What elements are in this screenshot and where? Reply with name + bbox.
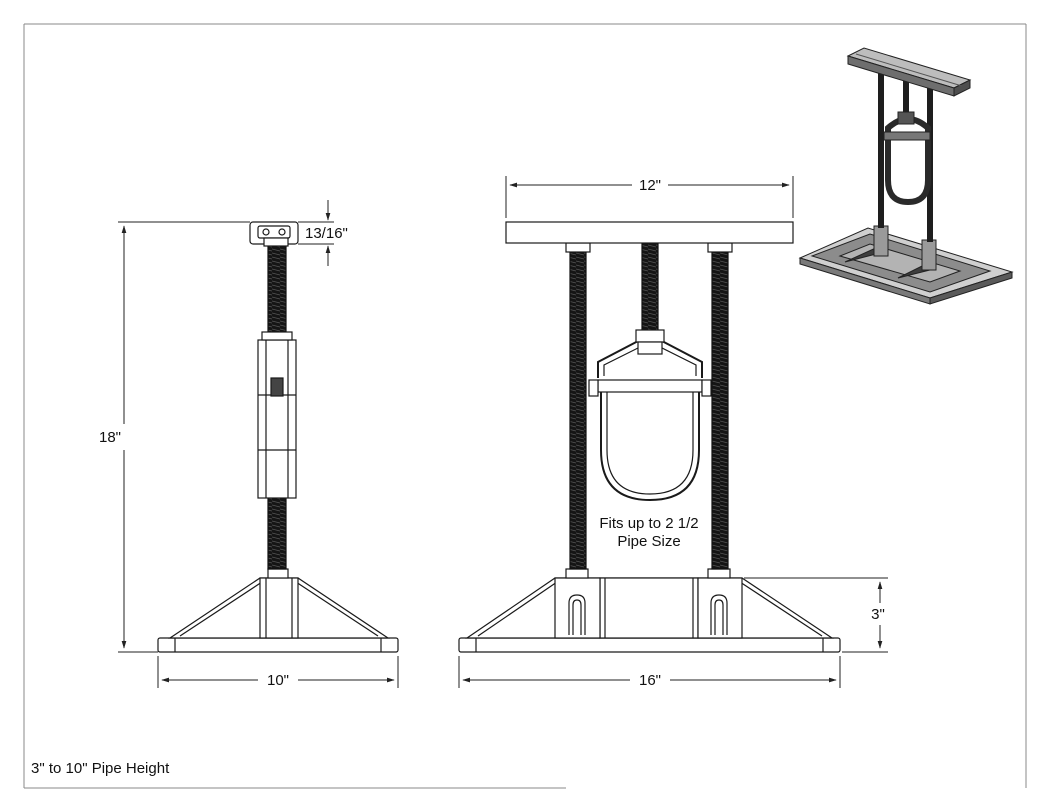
top-channel-width-label: 12" — [639, 177, 661, 194]
front-right-bracket — [697, 577, 743, 639]
front-dimensions — [458, 176, 888, 688]
drawing-border — [23, 23, 1027, 789]
side-view — [157, 221, 399, 653]
front-left-bracket — [554, 577, 601, 639]
front-base-plate — [458, 637, 841, 653]
side-pipe-clamp — [257, 339, 297, 499]
base-height-label: 3" — [871, 606, 885, 623]
pipe-size-note-line1: Fits up to 2 1/2 — [599, 515, 698, 532]
front-center-rod — [641, 242, 659, 336]
front-base-width-label: 16" — [639, 672, 661, 689]
isometric-view — [798, 47, 1014, 305]
clevis-hanger — [588, 329, 712, 502]
front-top-channel — [505, 221, 794, 244]
front-view — [458, 221, 841, 653]
pipe-height-caption: 3" to 10" Pipe Height — [31, 760, 170, 777]
side-dimensions — [118, 200, 399, 688]
iso-clevis — [885, 116, 931, 206]
side-base-plate — [157, 637, 399, 653]
channel-height-label: 13/16" — [305, 225, 348, 242]
front-right-rod — [711, 251, 729, 570]
pipe-size-note-line2: Pipe Size — [617, 533, 680, 550]
side-base-width-label: 10" — [267, 672, 289, 689]
total-height-label: 18" — [99, 429, 121, 446]
front-left-rod — [569, 251, 587, 570]
